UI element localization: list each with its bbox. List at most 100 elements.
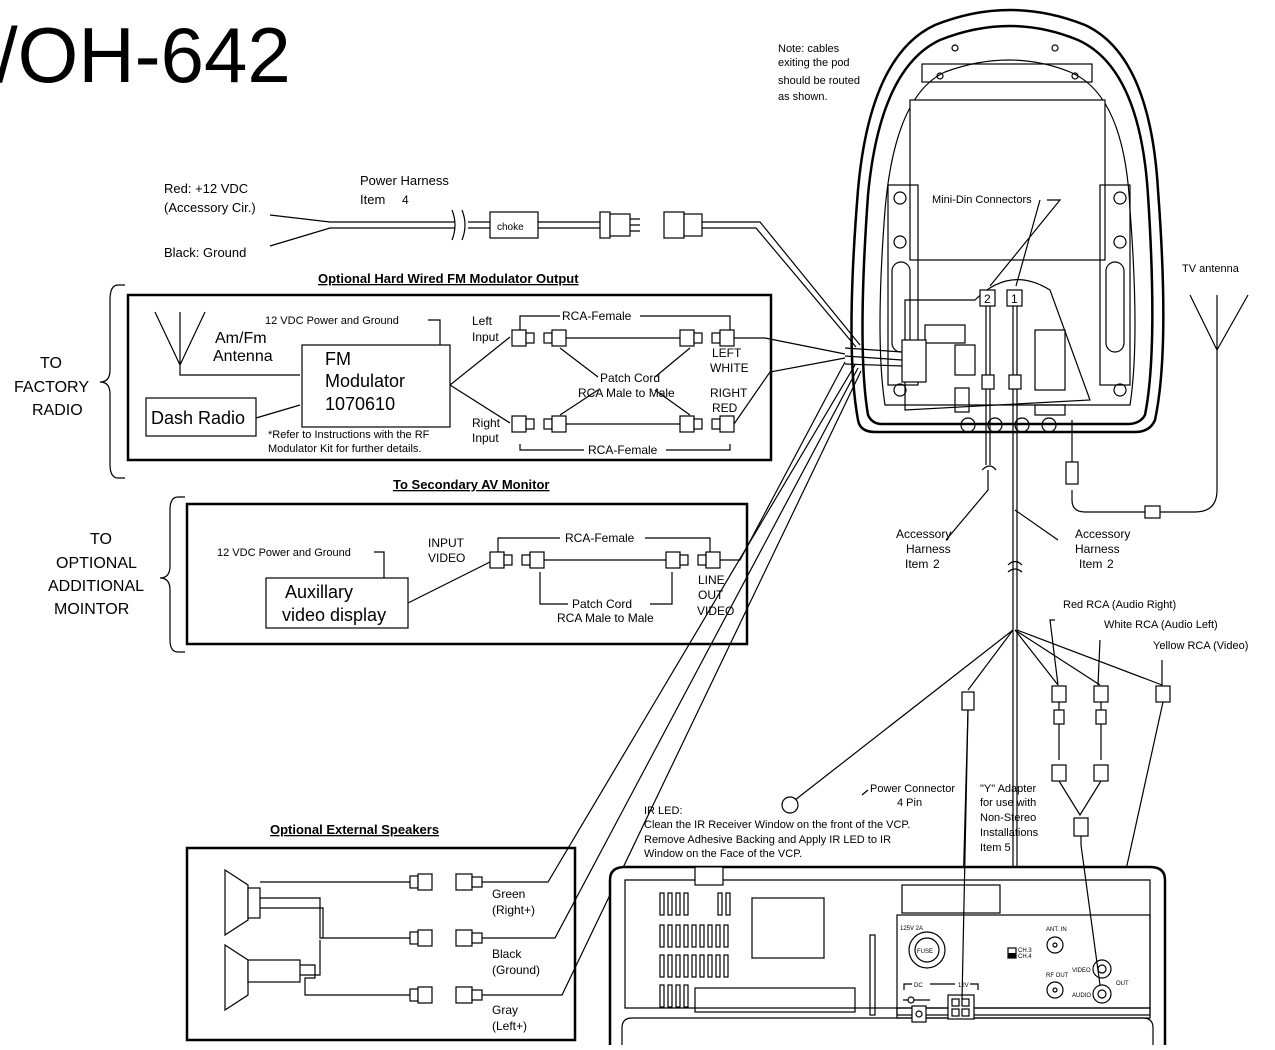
accessory-harness-item-number: 2 bbox=[1107, 557, 1114, 571]
yellow-rca-label: Yellow RCA (Video) bbox=[1153, 640, 1248, 652]
note-line: should be routed bbox=[778, 75, 860, 87]
power-socket bbox=[663, 211, 685, 239]
speakers-section: Optional External Speakers Green (Right+… bbox=[185, 364, 862, 1042]
note-line: as shown. bbox=[778, 91, 828, 103]
green-wire-label: (Right+) bbox=[492, 903, 535, 917]
optional-label: TO bbox=[90, 531, 112, 548]
fm-power-label: 12 VDC Power and Ground bbox=[265, 315, 399, 327]
line-out-video-label: LINE bbox=[698, 573, 725, 587]
fuse-rating: 125V 2A bbox=[900, 926, 923, 932]
pod-outer-shell bbox=[850, 8, 1165, 434]
antenna-label: Am/Fm bbox=[215, 330, 267, 347]
white-rca-label: White RCA (Audio Left) bbox=[1104, 619, 1218, 631]
dc-jack bbox=[911, 1005, 927, 1023]
out-label: OUT bbox=[1116, 981, 1129, 987]
accessory-harness-label: Harness bbox=[1075, 542, 1120, 556]
right-input-label: Right bbox=[472, 416, 501, 430]
power-harness-item: Item bbox=[360, 192, 385, 207]
aux-display-label: video display bbox=[282, 605, 386, 625]
tv-antenna: TV antenna bbox=[1065, 263, 1249, 519]
y-adapter-label: Non-Stereo bbox=[980, 812, 1036, 824]
accessory-harness-label: Item bbox=[1079, 557, 1102, 571]
red-wire bbox=[269, 214, 455, 223]
y-adapter-label: for use with bbox=[980, 797, 1036, 809]
aux-display-label: Auxillary bbox=[285, 582, 353, 602]
gray-wire-label: (Left+) bbox=[492, 1019, 527, 1033]
rf-out-label: RF OUT bbox=[1046, 973, 1069, 979]
red-wire-label: Red: +12 VDC bbox=[164, 181, 248, 196]
audio-out-jack bbox=[1092, 984, 1112, 1004]
left-white-label: WHITE bbox=[710, 361, 749, 375]
am-fm-antenna-icon bbox=[154, 311, 300, 376]
rca-connector bbox=[489, 551, 721, 569]
fuse-holder bbox=[908, 931, 946, 969]
y-adapter-input bbox=[1051, 764, 1067, 782]
power-connector-label: Power Connector bbox=[870, 783, 955, 795]
power-harness-to-pod bbox=[702, 221, 861, 348]
to-factory-radio: TO FACTORY RADIO bbox=[14, 284, 125, 479]
pod-housing: 2 1 Mini-Din Connectors bbox=[844, 8, 1165, 434]
red-wire-label-sub: (Accessory Cir.) bbox=[164, 200, 256, 215]
right-red-label: RED bbox=[712, 401, 738, 415]
power-connector-label: 4 Pin bbox=[897, 797, 922, 809]
ant-in-label: ANT. IN bbox=[1046, 927, 1067, 933]
cable-note: Note: cables exiting the pod should be r… bbox=[778, 43, 860, 103]
refer-note: Modulator Kit for further details. bbox=[268, 443, 421, 455]
pod-harness-plug bbox=[901, 339, 927, 383]
power-harness-label: Power Harness bbox=[360, 173, 449, 188]
white-rca-plug bbox=[1093, 685, 1109, 703]
ir-led-instruction: Window on the Face of the VCP. bbox=[644, 848, 802, 860]
power-harness-item-number: 4 bbox=[402, 193, 409, 207]
patch-cord-label: RCA Male to Male bbox=[557, 611, 654, 625]
vcp-outer-case bbox=[608, 865, 1167, 1045]
speaker-connector bbox=[409, 873, 483, 891]
patch-cord-label: Patch Cord bbox=[600, 371, 660, 385]
video-label: VIDEO bbox=[1072, 968, 1091, 974]
speaker-icon bbox=[224, 943, 249, 1012]
rca-connector bbox=[511, 415, 735, 433]
brace bbox=[99, 284, 125, 479]
patch-cord-label: Patch Cord bbox=[572, 597, 632, 611]
fm-modulator-section: Optional Hard Wired FM Modulator Output … bbox=[126, 271, 846, 462]
av-power-label: 12 VDC Power and Ground bbox=[217, 547, 351, 559]
rca-connector bbox=[511, 329, 735, 347]
ir-led-instruction: Clean the IR Receiver Window on the fron… bbox=[644, 819, 910, 831]
modulator-part-number: 1070610 bbox=[325, 394, 395, 414]
note-line: exiting the pod bbox=[778, 57, 850, 69]
ch4-label: CH.4 bbox=[1018, 954, 1032, 960]
accessory-harness-label: Accessory bbox=[896, 527, 951, 541]
power-harness: Red: +12 VDC (Accessory Cir.) Black: Gro… bbox=[164, 173, 861, 348]
accessory-harness-label: Accessory bbox=[1075, 527, 1130, 541]
modulator-label: FM bbox=[325, 349, 351, 369]
rca-female-label: RCA-Female bbox=[565, 531, 635, 545]
input-video-label: VIDEO bbox=[428, 551, 465, 565]
rf-out-jack bbox=[1046, 981, 1064, 999]
factory-label: TO bbox=[40, 355, 62, 372]
optional-label: ADDITIONAL bbox=[48, 578, 144, 595]
black-wire bbox=[269, 227, 455, 247]
dash-radio-box bbox=[145, 397, 257, 437]
ir-led-cable bbox=[794, 629, 1014, 801]
green-wire-label: Green bbox=[492, 887, 525, 901]
gray-wire-label: Gray bbox=[492, 1003, 518, 1017]
rca-female-label: RCA-Female bbox=[588, 443, 658, 457]
speakers-frame bbox=[185, 846, 577, 1042]
black-wire-label: Black: Ground bbox=[164, 245, 246, 260]
fm-modulator-box bbox=[301, 344, 451, 428]
connector-number: 2 bbox=[984, 292, 991, 306]
left-white-label: LEFT bbox=[712, 346, 742, 360]
av-section-heading: To Secondary AV Monitor bbox=[393, 477, 550, 492]
12v-label: 12V bbox=[958, 983, 969, 989]
optional-label: OPTIONAL bbox=[56, 555, 137, 572]
left-input-label: Input bbox=[472, 330, 499, 344]
speaker-connector bbox=[409, 929, 483, 947]
accessory-harness-label: Item bbox=[905, 557, 928, 571]
power-plug bbox=[599, 211, 611, 239]
ir-led-instruction: IR LED: bbox=[644, 805, 683, 817]
accessory-harness: Accessory Harness Item 2 Accessory Harne… bbox=[896, 306, 1130, 960]
y-adapter-output bbox=[1073, 817, 1089, 837]
y-adapter-input bbox=[1093, 764, 1109, 782]
speaker-wires-to-pod bbox=[482, 364, 862, 996]
patch-cord-wire bbox=[566, 337, 680, 425]
